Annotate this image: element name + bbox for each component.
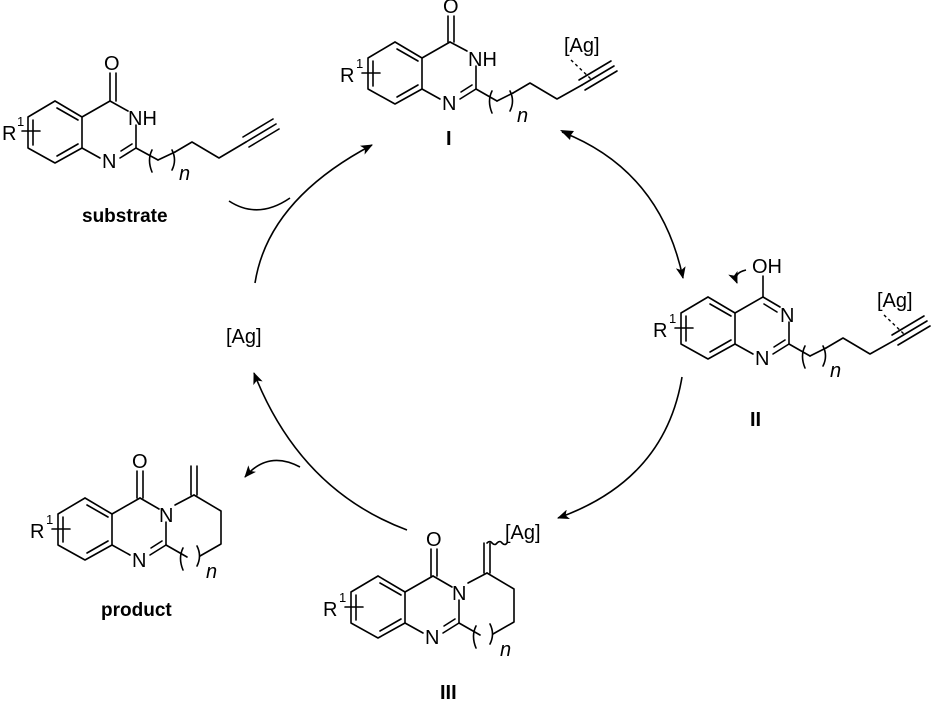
product-label: product bbox=[101, 600, 172, 621]
n-index: n bbox=[179, 163, 190, 185]
r-superscript: 1 bbox=[46, 512, 53, 527]
intermediate-III-label: III bbox=[440, 682, 457, 703]
arrowhead-to-I bbox=[560, 130, 574, 140]
n-index: n bbox=[206, 561, 217, 583]
catalyst-label: [Ag] bbox=[226, 326, 262, 348]
intermediate-III-structure: R 1 O N N n [Ag] bbox=[323, 522, 541, 661]
n-atom: N bbox=[102, 151, 116, 173]
carbonyl-oxygen: O bbox=[132, 451, 148, 473]
r-group: R bbox=[653, 320, 667, 342]
intermediate-II-label: II bbox=[750, 409, 761, 431]
silver-label: [Ag] bbox=[564, 35, 600, 57]
substrate-structure: R 1 O NH N n bbox=[2, 53, 280, 185]
arrow-III-to-catalyst bbox=[253, 372, 408, 531]
carbonyl-oxygen: O bbox=[443, 0, 459, 18]
r-superscript: 1 bbox=[339, 590, 346, 605]
hydroxyl: OH bbox=[752, 256, 782, 278]
r-group: R bbox=[30, 521, 44, 543]
n-atom-bridgehead: N bbox=[159, 505, 173, 527]
nh-atom: NH bbox=[128, 108, 157, 130]
n-atom-bridgehead: N bbox=[452, 583, 466, 605]
r-superscript: 1 bbox=[356, 56, 363, 71]
r-group: R bbox=[323, 599, 337, 621]
arrow-catalyst-to-I bbox=[254, 144, 373, 284]
product-structure: R 1 O N N n bbox=[30, 451, 222, 583]
n-atom: N bbox=[425, 627, 439, 649]
arrow-II-to-III bbox=[557, 376, 683, 520]
product-release-arc bbox=[244, 459, 301, 478]
r-superscript: 1 bbox=[669, 311, 676, 326]
n-index: n bbox=[830, 360, 841, 382]
substrate-label: substrate bbox=[82, 206, 168, 227]
n-atom-3: N bbox=[780, 305, 794, 327]
intermediate-I-structure: R 1 O NH N n [Ag] bbox=[340, 0, 618, 127]
arrow-I-to-II-equilibrium bbox=[561, 131, 686, 279]
silver-label: [Ag] bbox=[505, 522, 541, 544]
r-group: R bbox=[2, 123, 16, 145]
intermediate-II-structure: R 1 OH N N n [Ag] bbox=[653, 256, 931, 382]
n-atom: N bbox=[442, 93, 456, 115]
carbonyl-oxygen: O bbox=[104, 53, 120, 75]
intermediate-I-label: I bbox=[446, 128, 452, 150]
carbonyl-oxygen: O bbox=[426, 529, 442, 551]
n-atom: N bbox=[132, 550, 146, 572]
r-group: R bbox=[340, 65, 354, 87]
n-index: n bbox=[517, 105, 528, 127]
r-superscript: 1 bbox=[17, 114, 24, 129]
substrate-entry-arc bbox=[228, 197, 291, 211]
n-index: n bbox=[500, 639, 511, 661]
nh-atom: NH bbox=[468, 49, 497, 71]
n-atom-1: N bbox=[755, 348, 769, 370]
silver-label: [Ag] bbox=[877, 290, 913, 312]
